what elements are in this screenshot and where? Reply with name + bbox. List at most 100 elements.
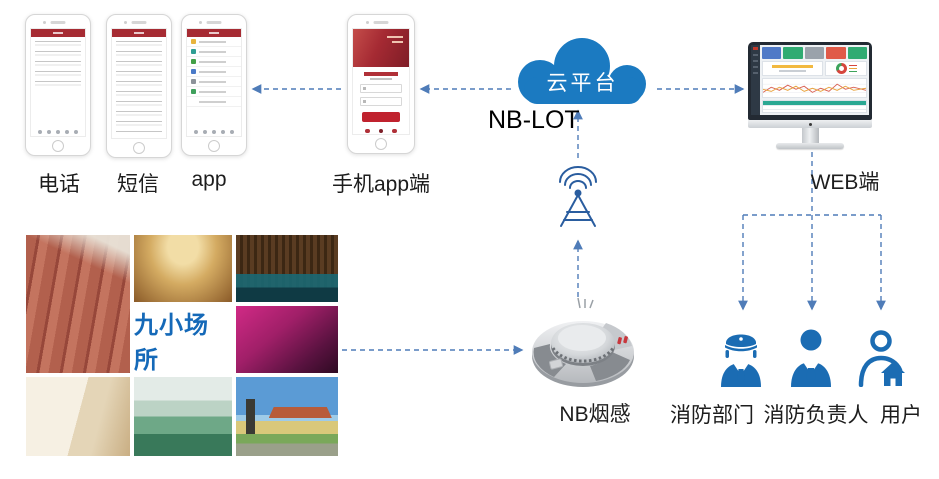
- phone-mockup-app: [181, 14, 247, 156]
- stat-card: [783, 47, 803, 59]
- cloud-platform: 云平台: [510, 37, 655, 105]
- label-cloud: 云平台: [546, 72, 619, 95]
- username-field: [360, 83, 402, 93]
- login-button: [362, 111, 400, 122]
- antenna-icon: [559, 166, 597, 227]
- gauge-caption: [779, 70, 807, 72]
- camera-dot-icon: [199, 21, 202, 24]
- photo-hotel-lobby: [134, 235, 232, 302]
- sms-list: [116, 39, 162, 133]
- table-row: [763, 105, 866, 108]
- nav-dot-icon: [230, 130, 235, 134]
- dashboard: [751, 45, 869, 115]
- logo-bar: [364, 71, 398, 76]
- label-nb-smoke: NB烟感: [559, 403, 631, 426]
- app-icon: [191, 69, 196, 74]
- app-icon: [191, 89, 196, 94]
- stat-cards: [762, 47, 868, 59]
- label-web: WEB端: [810, 171, 880, 194]
- app-icon: [191, 99, 196, 104]
- footer-icon: [392, 128, 397, 134]
- row-text-bar: [198, 90, 226, 93]
- bottom-nav: [191, 130, 237, 134]
- photo-internet-cafe: [236, 235, 338, 302]
- motel-roof: [268, 407, 332, 419]
- home-button-icon: [52, 140, 64, 152]
- nav-dot-icon: [46, 130, 51, 134]
- photo-ktv: [236, 306, 338, 373]
- photo-office-hall: [26, 377, 130, 456]
- app-list-screen: [186, 28, 242, 137]
- footer-icon: [378, 128, 384, 134]
- speaker-icon: [50, 21, 66, 24]
- app-icon: [191, 39, 196, 44]
- call-list: [35, 39, 81, 91]
- label-phone: 电话: [38, 173, 80, 196]
- speaker-icon: [206, 21, 222, 24]
- app-logo: [353, 71, 409, 80]
- fire-manager-icon: [791, 329, 831, 387]
- nav-dot-icon: [55, 130, 60, 134]
- photo-building: [26, 235, 130, 373]
- table-row: [763, 108, 866, 112]
- cloud-icon: [518, 38, 646, 104]
- banner-text-bar: [392, 41, 403, 43]
- monitor-stand: [801, 128, 819, 143]
- app-list-row: [187, 97, 241, 107]
- dashboard-logo: [753, 47, 758, 50]
- photo-motel: [236, 377, 338, 456]
- label-sms: 短信: [117, 173, 159, 196]
- camera-dot-icon: [43, 21, 46, 24]
- table-header: [763, 101, 866, 106]
- donut-chart-icon: [835, 62, 847, 74]
- monitor-base: [776, 143, 844, 149]
- sms-screen: [111, 28, 167, 139]
- photo-factory: [134, 377, 232, 456]
- data-table: [762, 100, 867, 113]
- sidebar-item: [753, 66, 758, 68]
- speaker-icon: [131, 21, 147, 24]
- donut-panel: [825, 61, 867, 76]
- monitor-screen: [748, 42, 872, 120]
- sidebar-item: [753, 60, 758, 62]
- app-list-row: [187, 77, 241, 87]
- detector-led: [617, 336, 628, 345]
- apple-logo-icon: [808, 122, 812, 126]
- app-list-row: [187, 87, 241, 97]
- camera-dot-icon: [124, 21, 127, 24]
- home-button-icon: [208, 140, 220, 152]
- nine-places-photo-grid: 九小场所: [26, 235, 338, 456]
- password-field: [360, 96, 402, 106]
- nav-dot-icon: [221, 130, 226, 134]
- label-user: 用户: [880, 404, 922, 427]
- stat-card: [826, 47, 846, 59]
- login-footer-icons: [353, 128, 409, 134]
- row-text-bar: [198, 50, 226, 53]
- sidebar-item: [753, 72, 758, 74]
- stat-card: [804, 47, 825, 59]
- home-button-icon: [133, 142, 145, 154]
- logo-subbar: [370, 77, 392, 80]
- app-list-row: [187, 37, 241, 47]
- dashboard-body: [760, 45, 869, 115]
- sidebar-item: [753, 54, 758, 56]
- legend-swatch: [848, 70, 857, 73]
- login-screen: [352, 28, 410, 135]
- call-screen: [30, 28, 86, 137]
- line-chart-icon: [763, 83, 866, 93]
- smoke-detector: [532, 297, 634, 387]
- phone-mockup-call: [25, 14, 91, 156]
- app-icon: [191, 59, 196, 64]
- row-text-bar: [198, 70, 226, 73]
- app-header-bar: [112, 29, 166, 37]
- monitor-chin: [748, 120, 872, 128]
- row-text-bar: [198, 100, 226, 103]
- nav-dot-icon: [202, 130, 207, 134]
- login-banner: [353, 29, 409, 67]
- label-mobile-app: 手机app端: [331, 173, 431, 196]
- nav-dot-icon: [65, 130, 70, 134]
- row-text-bar: [198, 80, 226, 83]
- home-button-icon: [375, 138, 387, 150]
- app-list-row: [187, 67, 241, 77]
